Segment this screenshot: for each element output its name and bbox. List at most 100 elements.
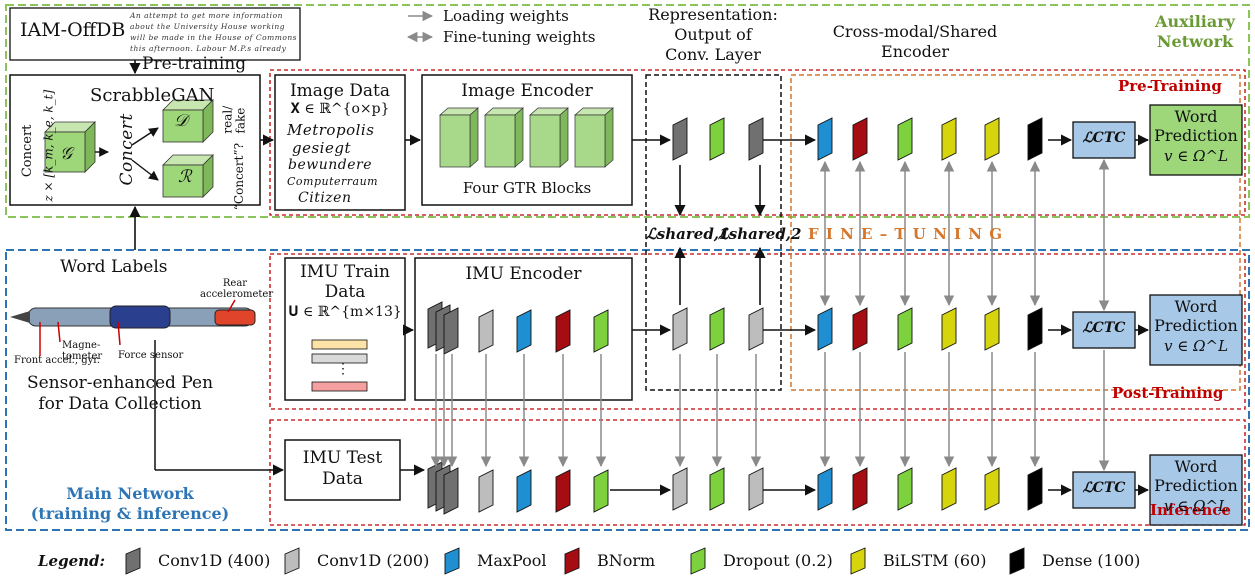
force-pointer xyxy=(117,321,121,346)
handwriting-sample: An attempt to get more information about… xyxy=(130,11,298,53)
handwritten-word-2: gesiegt xyxy=(292,139,351,157)
word-labels: Word Labels xyxy=(60,257,168,277)
inf-imu-conv200 xyxy=(478,469,494,513)
scrabblegan-title: ScrabbleGAN xyxy=(90,85,215,106)
imu-train-box xyxy=(284,257,406,401)
post-repr-1 xyxy=(672,307,688,351)
generator-symbol: 𝒢 xyxy=(60,144,73,164)
finetuning-weights-label: Fine-tuning weights xyxy=(443,28,596,46)
real-fake-label: real/ fake xyxy=(220,105,247,134)
imu-test-box xyxy=(284,439,401,501)
post-encoder-layer-5 xyxy=(984,307,1000,351)
shared-encoder-line1: Cross-modal/Shared xyxy=(832,22,998,41)
word-pred-inf-l1: Word xyxy=(1174,457,1218,476)
handwritten-word-3: bewundere xyxy=(288,157,372,173)
handwritten-word-1: Metropolis xyxy=(287,121,375,139)
posttraining-stage-box xyxy=(269,253,1246,410)
inf-encoder-layer-3 xyxy=(897,467,913,511)
finetuning-label: F I N E – T U N I N G xyxy=(808,225,1004,243)
inf-encoder-layer-4 xyxy=(941,467,957,511)
arrow-groups xyxy=(129,60,1150,496)
inf-encoder-layer-5 xyxy=(984,467,1000,511)
inf-encoder-layer-6 xyxy=(1027,467,1043,511)
posttraining-stage-label: Post-Training xyxy=(1112,384,1224,402)
ctc-post-box xyxy=(1072,311,1136,349)
pre-encoder-layer-5 xyxy=(984,117,1000,161)
imu-bar-2 xyxy=(311,353,368,364)
word-pred-post-l2: Prediction xyxy=(1154,316,1238,335)
imu-bar-3 xyxy=(311,381,368,392)
pretraining-arrow-label: Pre-training xyxy=(142,54,247,74)
pre-encoder-layer-4 xyxy=(941,117,957,161)
representation-line2: Output of xyxy=(674,25,752,44)
legend-label-4: BNorm xyxy=(597,551,656,570)
pen-caption-line1: Sensor-enhanced Pen xyxy=(26,373,214,393)
gtr-block-4 xyxy=(574,107,614,168)
imu-test-line2: Data xyxy=(322,469,363,489)
gtr-block-1 xyxy=(439,107,479,168)
imu-train-formula: 𝐔 ∈ ℝ^{m×13} xyxy=(288,304,402,320)
generator-cube xyxy=(44,121,96,173)
inf-imu-bnorm xyxy=(555,469,571,513)
post-imu-bnorm xyxy=(555,309,571,353)
scrabblegan-z: z × [k_m, k_e, k_t] xyxy=(41,89,56,202)
word-pred-inf-box xyxy=(1149,454,1243,526)
legend-label-1: Conv1D (400) xyxy=(158,551,271,570)
word-pred-pre-l3: v ∈ Ω^L xyxy=(1163,147,1229,165)
discriminator-cube xyxy=(162,99,214,143)
rear-pointer xyxy=(227,299,236,313)
pre-encoder-layer-1 xyxy=(817,117,833,161)
inference-stage-box xyxy=(269,419,1246,526)
pre-repr-1 xyxy=(672,117,688,161)
sensor-pen xyxy=(10,299,256,356)
main-network-line2: (training & inference) xyxy=(30,504,230,523)
pen-magneto-label: Magne- tometer xyxy=(62,340,103,362)
legend-swatch-2 xyxy=(284,547,300,575)
word-pred-post-l3: v ∈ Ω^L xyxy=(1163,337,1229,355)
main-network-box xyxy=(5,249,1250,531)
word-pred-pre-l2: Prediction xyxy=(1154,126,1238,145)
word-pred-pre-box xyxy=(1149,104,1243,176)
handwritten-word-5: Citizen xyxy=(298,190,352,206)
generated-word: Concert xyxy=(116,113,137,186)
pre-encoder-layer-2 xyxy=(852,117,868,161)
magneto-pointer xyxy=(57,321,61,343)
ctc-pre-label: ℒCTC xyxy=(1082,130,1126,146)
pen-rear-label: Rear accelerometer xyxy=(200,278,274,300)
inf-repr-1 xyxy=(672,467,688,511)
image-data-title: Image Data xyxy=(289,81,391,101)
legend-label-5: Dropout (0.2) xyxy=(723,551,833,570)
pen-battery xyxy=(109,305,171,329)
pre-repr-2 xyxy=(709,117,725,161)
inf-imu-dropout xyxy=(593,469,609,513)
handwritten-word-4: Computerraum xyxy=(287,175,379,188)
post-encoder-layer-3 xyxy=(897,307,913,351)
legend-label-2: Conv1D (200) xyxy=(317,551,430,570)
post-repr-3 xyxy=(748,307,764,351)
imu-bar-1 xyxy=(311,339,368,350)
loss-shared-2: ℒshared,2 xyxy=(718,225,802,243)
inf-repr-2 xyxy=(709,467,725,511)
word-pred-pre-l1: Word xyxy=(1174,107,1218,126)
word-pred-inf-l2: Prediction xyxy=(1154,476,1238,495)
loading-weights-label: Loading weights xyxy=(443,7,569,25)
image-data-box xyxy=(274,74,406,211)
imu-train-dots: ⋮ xyxy=(336,361,350,377)
inference-stage-label: Inference xyxy=(1150,501,1231,519)
representation-box xyxy=(645,74,782,391)
representation-line3: Conv. Layer xyxy=(665,45,761,64)
legend-swatch-3 xyxy=(444,547,460,575)
post-repr-2 xyxy=(709,307,725,351)
scrabblegan-concert: Concert xyxy=(19,124,35,178)
ctc-post-label: ℒCTC xyxy=(1082,320,1126,336)
post-imu-conv200 xyxy=(478,309,494,353)
post-imu-maxpool xyxy=(516,309,532,353)
word-to-recog-arrow xyxy=(131,159,159,181)
inf-imu-conv400-c xyxy=(443,467,459,515)
imu-train-line1: IMU Train xyxy=(300,262,390,282)
word-pred-post-box xyxy=(1149,294,1243,366)
pen-tip xyxy=(10,311,30,323)
pen-front-label: Front accel., gyr. xyxy=(14,355,101,366)
